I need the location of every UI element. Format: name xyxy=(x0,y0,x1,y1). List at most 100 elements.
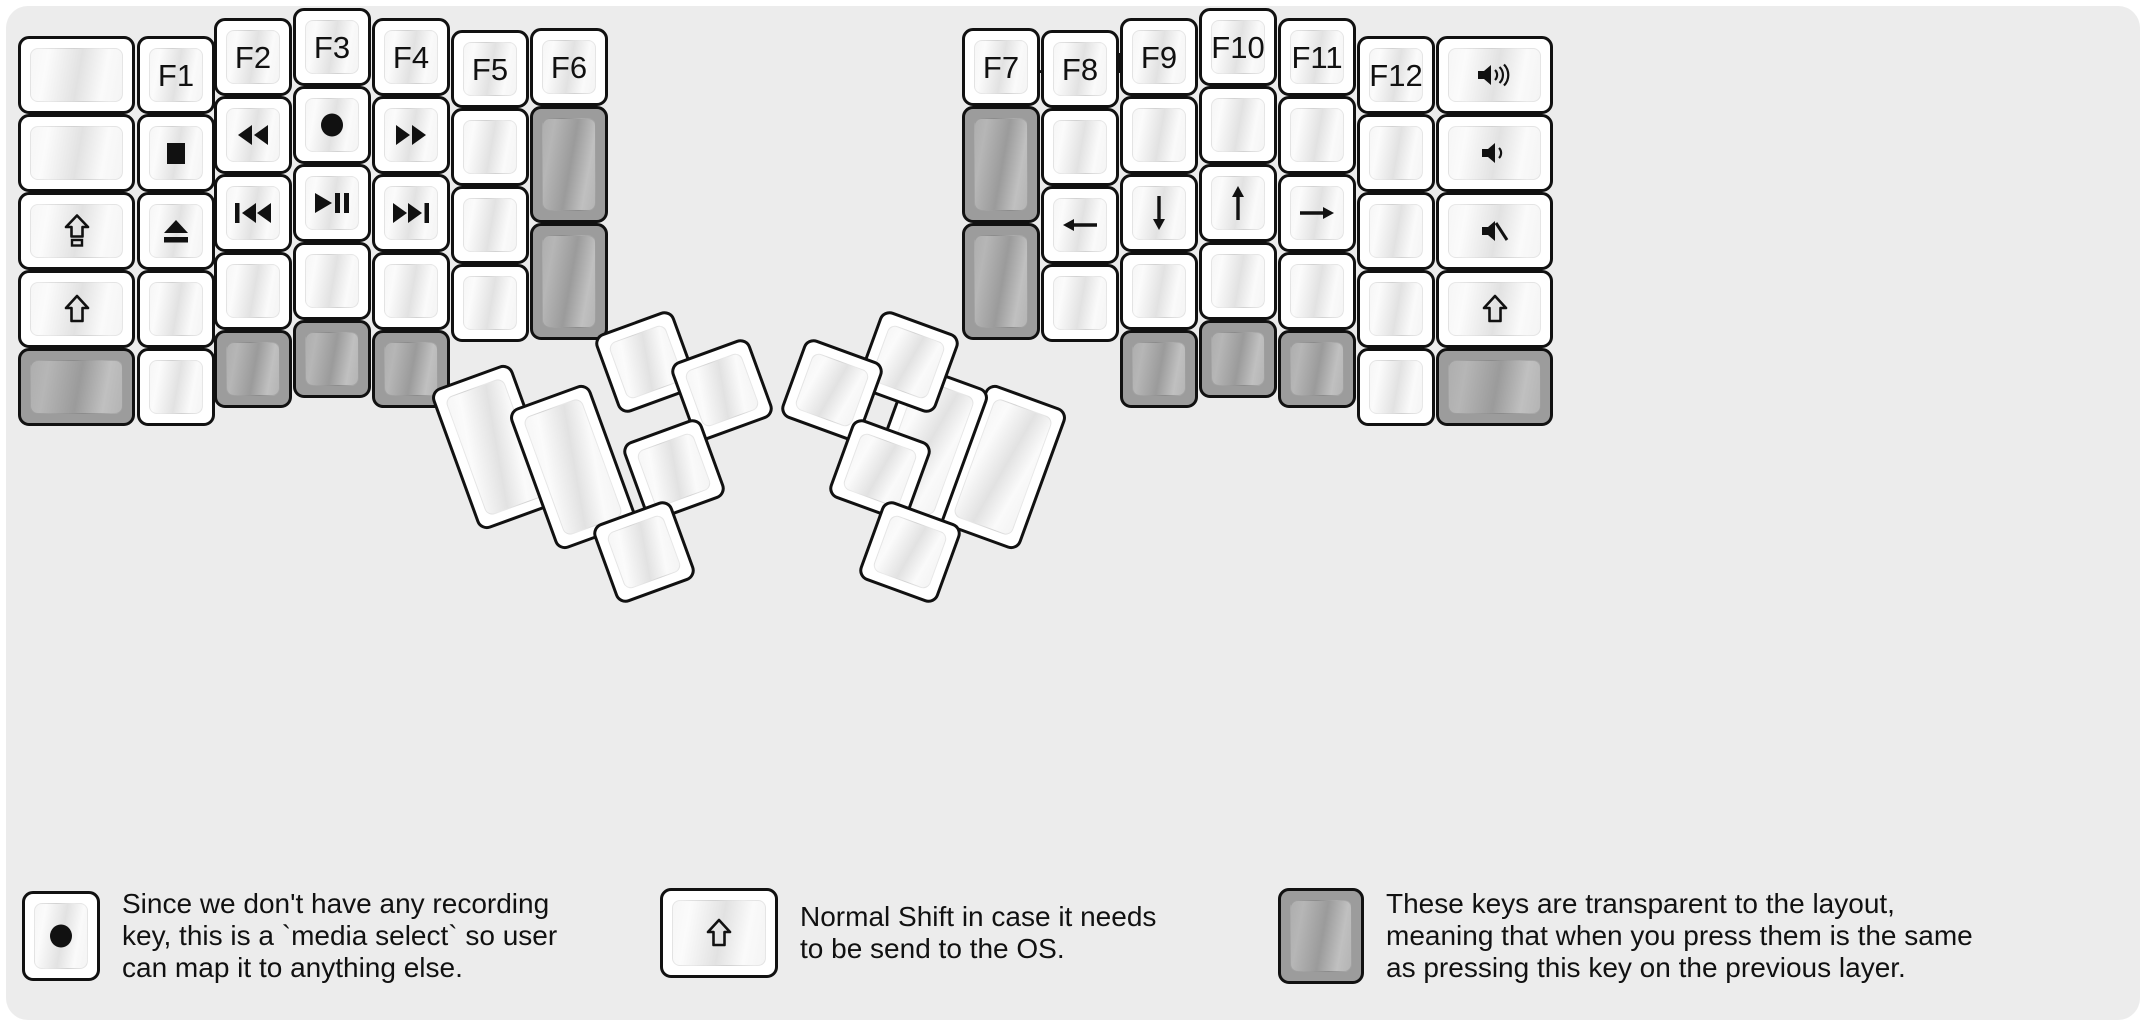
keycap-face xyxy=(635,431,713,509)
keycap-face xyxy=(841,431,919,509)
key-left-col-inner-r1[interactable]: F5 xyxy=(451,30,529,108)
media-rewind-icon xyxy=(235,123,271,147)
key-left-col-index-r3[interactable] xyxy=(372,174,450,252)
arrow-down-icon xyxy=(1148,194,1170,232)
keycap-face xyxy=(384,186,438,240)
key-right-col-ring-r1[interactable]: F11 xyxy=(1278,18,1356,96)
key-left-col-pinky-r1[interactable]: F1 xyxy=(137,36,215,114)
key-right-col-pinky-r2[interactable] xyxy=(1357,114,1435,192)
key-left-col-pinky-r5[interactable] xyxy=(137,348,215,426)
key-left-col-ring-r1[interactable]: F2 xyxy=(214,18,292,96)
keycap-face xyxy=(226,342,280,396)
key-right-col-innermost-r1[interactable]: F7 xyxy=(962,28,1040,106)
keycap-face xyxy=(605,513,683,591)
media-record-icon xyxy=(317,110,347,140)
legend-note-2-text: Normal Shift in case it needs to be send… xyxy=(800,901,1157,964)
key-left-col-index-r1[interactable]: F4 xyxy=(372,18,450,96)
keycap-face xyxy=(1369,204,1423,258)
key-right-col-middle-r1[interactable]: F10 xyxy=(1199,8,1277,86)
key-right-col-inner-r2[interactable] xyxy=(1041,108,1119,186)
key-left-col-innermost-r2[interactable] xyxy=(530,106,608,223)
legend-key-2[interactable] xyxy=(660,888,778,978)
key-left-col-index-r4[interactable] xyxy=(372,252,450,330)
key-right-col-index-r3[interactable] xyxy=(1120,174,1198,252)
key-right-col-middle-r5[interactable] xyxy=(1199,320,1277,398)
key-left-col-pinky-outer-r3[interactable] xyxy=(18,192,135,270)
key-left-col-innermost-r1[interactable]: F6 xyxy=(530,28,608,106)
key-left-col-middle-r3[interactable] xyxy=(293,164,371,242)
key-right-col-inner-r3[interactable] xyxy=(1041,186,1119,264)
key-right-col-middle-r4[interactable] xyxy=(1199,242,1277,320)
shift-icon xyxy=(1482,294,1508,324)
key-left-col-middle-r5[interactable] xyxy=(293,320,371,398)
key-right-col-innermost-r3[interactable] xyxy=(962,223,1040,340)
key-label: F5 xyxy=(471,51,509,87)
key-left-col-pinky-outer-r1[interactable] xyxy=(18,36,135,114)
key-left-col-pinky-r3[interactable] xyxy=(137,192,215,270)
keycap-face xyxy=(869,323,947,401)
key-right-col-pinky-r4[interactable] xyxy=(1357,270,1435,348)
key-right-col-ring-r4[interactable] xyxy=(1278,252,1356,330)
key-left-col-pinky-outer-r4[interactable] xyxy=(18,270,135,348)
key-label: F11 xyxy=(1291,39,1343,75)
key-right-col-pinky-r1[interactable]: F12 xyxy=(1357,36,1435,114)
key-right-col-ring-r5[interactable] xyxy=(1278,330,1356,408)
legend-key-1[interactable] xyxy=(22,890,100,981)
key-left-col-ring-r5[interactable] xyxy=(214,330,292,408)
media-play-pause-icon xyxy=(313,191,351,215)
key-right-col-pinky-r5[interactable] xyxy=(1357,348,1435,426)
keycap-face: F8 xyxy=(1053,42,1107,96)
key-left-col-inner-r4[interactable] xyxy=(451,264,529,342)
key-right-col-middle-r3[interactable] xyxy=(1199,164,1277,242)
keycap-face xyxy=(1448,282,1541,336)
key-left-col-ring-r4[interactable] xyxy=(214,252,292,330)
key-right-col-pinky-outer-r5[interactable] xyxy=(1436,348,1553,426)
key-right-col-inner-r1[interactable]: F8 xyxy=(1041,30,1119,108)
keycap-face xyxy=(305,254,359,308)
keycap-face xyxy=(542,118,596,211)
key-left-col-innermost-r3[interactable] xyxy=(530,223,608,340)
key-right-col-middle-r2[interactable] xyxy=(1199,86,1277,164)
keycap-face xyxy=(1053,198,1107,252)
key-right-col-index-r4[interactable] xyxy=(1120,252,1198,330)
key-left-col-inner-r3[interactable] xyxy=(451,186,529,264)
legend-note-1-key xyxy=(22,890,100,981)
key-left-col-inner-r2[interactable] xyxy=(451,108,529,186)
keycap-face xyxy=(1132,264,1186,318)
key-left-col-ring-r2[interactable] xyxy=(214,96,292,174)
key-left-col-middle-r4[interactable] xyxy=(293,242,371,320)
key-right-col-ring-r3[interactable] xyxy=(1278,174,1356,252)
key-right-col-index-r5[interactable] xyxy=(1120,330,1198,408)
media-stop-icon xyxy=(163,140,189,166)
keycap-face xyxy=(1211,332,1265,386)
key-left-col-pinky-outer-r5[interactable] xyxy=(18,348,135,426)
key-left-col-pinky-r4[interactable] xyxy=(137,270,215,348)
key-right-col-ring-r2[interactable] xyxy=(1278,96,1356,174)
key-right-col-pinky-r3[interactable] xyxy=(1357,192,1435,270)
key-left-col-index-r5[interactable] xyxy=(372,330,450,408)
key-left-col-pinky-outer-r2[interactable] xyxy=(18,114,135,192)
keycap-face xyxy=(1132,186,1186,240)
key-right-col-index-r1[interactable]: F9 xyxy=(1120,18,1198,96)
key-right-col-pinky-outer-r4[interactable] xyxy=(1436,270,1553,348)
key-left-col-pinky-r2[interactable] xyxy=(137,114,215,192)
keycap-face xyxy=(30,282,123,336)
key-left-col-middle-r1[interactable]: F3 xyxy=(293,8,371,86)
key-left-col-ring-r3[interactable] xyxy=(214,174,292,252)
keycap-face xyxy=(542,235,596,328)
keycap-face xyxy=(1290,186,1344,240)
key-right-col-pinky-outer-r1[interactable] xyxy=(1436,36,1553,114)
key-right-col-innermost-r2[interactable] xyxy=(962,106,1040,223)
key-right-col-inner-r4[interactable] xyxy=(1041,264,1119,342)
key-left-col-index-r2[interactable] xyxy=(372,96,450,174)
key-right-col-pinky-outer-r2[interactable] xyxy=(1436,114,1553,192)
keycap-face xyxy=(305,98,359,152)
key-right-col-index-r2[interactable] xyxy=(1120,96,1198,174)
legend-key-3[interactable] xyxy=(1278,888,1364,984)
key-right-col-pinky-outer-r3[interactable] xyxy=(1436,192,1553,270)
keycap-face xyxy=(1290,342,1344,396)
key-label: F9 xyxy=(1140,39,1178,75)
keycap-face xyxy=(1448,48,1541,102)
key-left-col-middle-r2[interactable] xyxy=(293,86,371,164)
